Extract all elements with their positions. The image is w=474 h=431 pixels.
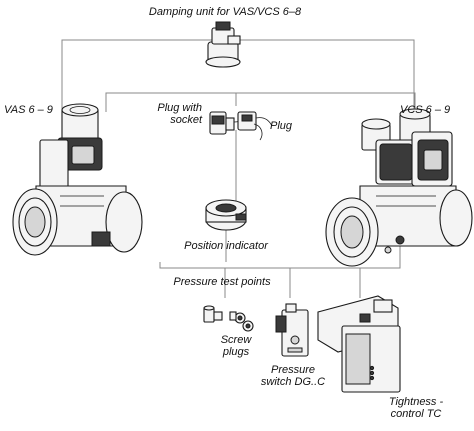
damping-unit-drawing <box>205 21 241 68</box>
vas-valve-drawing <box>12 103 143 256</box>
plug-with-socket-label-line2: socket <box>170 114 202 126</box>
plug-with-socket-label-line1: Plug with <box>157 102 202 114</box>
pressure-switch-drawing <box>275 303 309 357</box>
vcs-label: VCS 6 – 9 <box>400 104 451 116</box>
damping-unit-label: Damping unit for VAS/VCS 6–8 <box>148 6 302 18</box>
screw-plugs-drawing <box>229 311 254 332</box>
position-indicator-label: Position indicator <box>184 240 268 252</box>
pressure-test-point-drawing <box>203 305 223 323</box>
position-indicator-drawing <box>205 199 247 231</box>
plug-drawing <box>209 111 273 141</box>
plug-label: Plug <box>270 120 293 132</box>
tightness-control-drawing <box>317 295 401 393</box>
vas-label: VAS 6 – 9 <box>4 104 53 116</box>
pressure-switch-label-line2: switch DG..C <box>260 376 326 388</box>
pressure-test-points-label: Pressure test points <box>173 276 271 288</box>
screw-plugs-label-line2: plugs <box>222 346 250 358</box>
vcs-valve-drawing <box>325 108 473 267</box>
tightness-control-label-line1: Tightness - <box>388 396 444 408</box>
screw-plugs-label-line1: Screw <box>220 334 252 346</box>
pressure-switch-label-line1: Pressure <box>270 364 316 376</box>
tightness-control-label-line2: control TC <box>390 408 442 420</box>
